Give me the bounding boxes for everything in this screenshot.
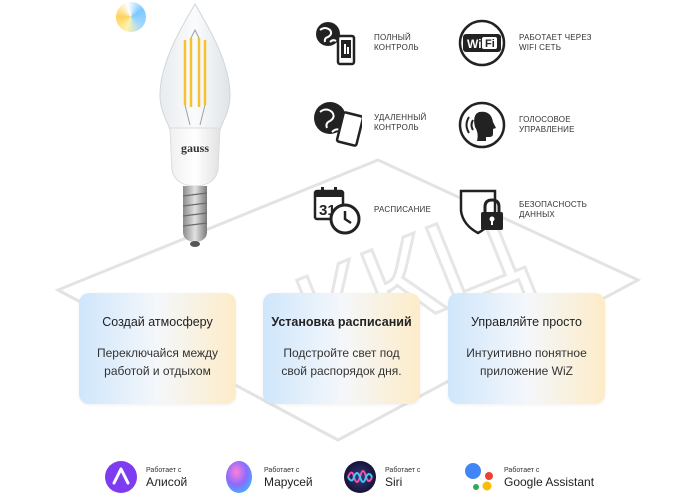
- assistant-caption: Работает с: [385, 466, 421, 474]
- card-text: Интуитивно понятное: [466, 346, 587, 360]
- assistant-name: Алисой: [146, 474, 188, 489]
- card-easy-control: Управляйте просто Интуитивно понятное при…: [448, 293, 605, 404]
- assistant-caption: Работает с: [504, 466, 540, 474]
- feature-label: ГОЛОСОВОЕ: [519, 115, 571, 124]
- feature-label: РАБОТАЕТ ЧЕРЕЗ: [519, 33, 592, 42]
- assistant-name: Google Assistant: [504, 474, 595, 489]
- shield-lock-icon: [459, 189, 503, 235]
- globe-tablet-icon: [314, 102, 362, 147]
- feature-label: WIFI СЕТЬ: [519, 43, 562, 52]
- feature-label: ДАННЫХ: [519, 210, 555, 219]
- card-schedule: Установка расписаний Подстройте свет под…: [263, 293, 420, 404]
- svg-text:Wi: Wi: [467, 37, 482, 51]
- card-text: приложение WiZ: [480, 364, 573, 378]
- feature-label: КОНТРОЛЬ: [374, 123, 419, 132]
- feature-label: КОНТРОЛЬ: [374, 43, 419, 52]
- assistant-caption: Работает с: [264, 466, 300, 474]
- calendar-clock-icon: 31: [313, 187, 361, 235]
- card-title: Создай атмосферу: [102, 315, 213, 329]
- card-text: Переключайся между: [96, 346, 219, 360]
- feature-label: БЕЗОПАСНОСТЬ: [519, 200, 588, 209]
- voice-icon: [458, 101, 506, 149]
- feature-label: ПОЛНЫЙ: [374, 33, 411, 42]
- google-assistant-icon: [465, 463, 493, 491]
- svg-text:Fi: Fi: [485, 38, 495, 50]
- feature-label: УДАЛЕННЫЙ: [374, 113, 427, 122]
- siri-icon: [344, 461, 376, 493]
- card-title: Установка расписаний: [271, 315, 412, 329]
- marusya-icon: [226, 461, 252, 493]
- feature-label: РАСПИСАНИЕ: [374, 205, 432, 214]
- bulb-brand: gauss: [181, 141, 209, 155]
- card-text: работой и отдыхом: [104, 364, 211, 378]
- globe-phone-icon: [316, 22, 356, 66]
- card-text: свой распорядок дня.: [281, 364, 402, 378]
- card-title: Управляйте просто: [471, 315, 582, 329]
- feature-schedule: 31 РАСПИСАНИЕ: [312, 185, 454, 235]
- assistant-name: Марусей: [264, 474, 313, 489]
- filament-bulb-image: gauss: [159, 2, 231, 247]
- alice-icon: [105, 461, 137, 493]
- feature-label: УПРАВЛЕНИЕ: [519, 125, 575, 134]
- assistant-caption: Работает с: [146, 466, 182, 474]
- color-temperature-icon: [116, 2, 146, 32]
- wifi-icon: Wi Fi: [458, 19, 506, 67]
- assistant-name: Siri: [385, 474, 403, 489]
- card-atmosphere: Создай атмосферу Переключайся между работ…: [79, 293, 236, 404]
- card-text: Подстройте свет под: [283, 346, 400, 360]
